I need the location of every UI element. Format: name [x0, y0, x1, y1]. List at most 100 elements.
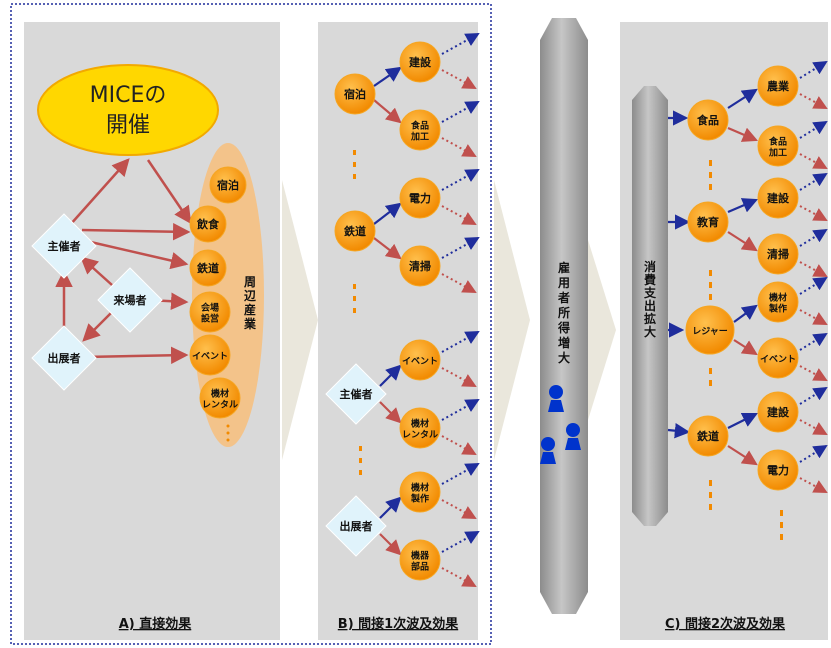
- organizer-node: 主催者: [31, 213, 97, 279]
- industry-event: イベント: [189, 334, 231, 376]
- flow-arrow: [441, 169, 480, 191]
- industry-venue-setup-label: 設営: [201, 313, 219, 325]
- employment-label-char: 大: [558, 350, 570, 365]
- organizer-label: 主催者: [48, 239, 81, 253]
- flow-arrow: [733, 304, 758, 323]
- b-target-food-processing-label: 食品: [410, 120, 429, 132]
- c-target-equipment-mfg-label: 機材: [769, 292, 787, 304]
- b-source-lodging-label: 宿泊: [344, 87, 366, 101]
- b-target-equipment-mfg-label: 製作: [410, 493, 429, 505]
- employment-label-char: 雇: [558, 260, 570, 275]
- flow-arrow: [727, 88, 758, 109]
- b-target-device-parts-label: 部品: [411, 561, 429, 573]
- c-source-food: 食品: [687, 99, 729, 141]
- c-source-food-label: 食品: [697, 113, 719, 127]
- industry-event-label: イベント: [192, 351, 228, 362]
- c-target-food-processing-label: 加工: [768, 147, 787, 159]
- b-source-railway: 鉄道: [334, 210, 376, 252]
- exhibitor-label: 出展者: [48, 351, 81, 365]
- flow-arrow: [441, 237, 480, 259]
- flow-arrow: [441, 463, 480, 485]
- surrounding-industry-label-char: 辺: [244, 289, 256, 303]
- c-source-education-label: 教育: [696, 215, 719, 229]
- industry-lodging-label: 宿泊: [217, 178, 239, 192]
- employment-label-char: 得: [557, 320, 570, 335]
- c-source-railway-label: 鉄道: [697, 429, 719, 443]
- c-target-construction2: 建設: [757, 391, 799, 433]
- flow-arrow: [441, 273, 477, 293]
- b-target-cleaning-label: 清掃: [409, 259, 431, 273]
- b-target-power-label: 電力: [409, 191, 431, 205]
- c-source-leisure-label: レジャー: [692, 326, 728, 337]
- flow-arrow: [799, 120, 828, 139]
- organizer-node-b: 主催者: [325, 363, 387, 425]
- flow-arrow: [441, 33, 480, 55]
- b-target-equipment-rental-label: レンタル: [402, 429, 438, 441]
- flow-arrow: [379, 533, 402, 556]
- c-target-construction2-label: 建設: [767, 405, 790, 419]
- flow-arrow: [727, 231, 758, 252]
- employment-label-char: 所: [558, 305, 570, 320]
- c-target-cleaning-label: 清掃: [767, 247, 789, 261]
- exhibitor-node: 出展者: [31, 325, 97, 391]
- flow-chevron-2: [494, 180, 530, 460]
- c-target-agriculture-label: 農業: [767, 79, 790, 93]
- b-source-railway-label: 鉄道: [344, 224, 366, 238]
- panel-b-label: B) 間接1次波及効果: [338, 616, 458, 632]
- panel-b: [318, 22, 478, 640]
- b-target-food-processing-label: 加工: [410, 131, 429, 143]
- employment-label-char: 用: [557, 276, 570, 290]
- flow-arrow: [379, 401, 402, 424]
- consumption-label-char: 拡: [644, 311, 656, 326]
- flow-chevron-3: [588, 240, 616, 420]
- flow-arrow: [441, 499, 477, 519]
- employment-label-char: 者: [557, 290, 570, 305]
- c-target-construction: 建設: [757, 177, 799, 219]
- b-target-device-parts-label: 機器: [411, 550, 430, 562]
- c-source-railway: 鉄道: [687, 415, 729, 457]
- flow-arrow: [379, 496, 402, 519]
- flow-arrow: [727, 198, 759, 214]
- b-target-equipment-mfg-label: 機材: [411, 482, 429, 494]
- flow-arrow: [441, 331, 480, 353]
- employment-label-char: 増: [558, 335, 570, 350]
- more-indicator-b: [353, 150, 362, 475]
- flow-arrow: [373, 99, 402, 124]
- surrounding-industry-label-char: 業: [243, 316, 257, 331]
- dotted-frame: [10, 3, 492, 645]
- flow-arrow: [441, 531, 480, 553]
- b-target-event: イベント: [399, 339, 441, 381]
- person-icon: [540, 385, 581, 464]
- industry-food-drink: 飲食: [189, 205, 227, 243]
- consumption-label-char: 出: [644, 298, 656, 313]
- b-target-cleaning: 清掃: [399, 245, 441, 287]
- b-source-lodging: 宿泊: [334, 73, 376, 115]
- b-organizer-label: 主催者: [340, 387, 373, 401]
- more-indicator: [226, 424, 230, 442]
- flow-arrow: [799, 332, 828, 351]
- industry-equipment-rental-label: 機材: [211, 388, 229, 400]
- exhibitor-node-b: 出展者: [325, 495, 387, 557]
- flow-chevron-1: [282, 180, 318, 460]
- mice-event-line1: MICEの: [90, 83, 167, 108]
- flow-arrow: [441, 367, 477, 387]
- b-exhibitor-label: 出展者: [340, 519, 373, 533]
- industry-venue-setup-label: 会場: [201, 302, 219, 314]
- c-source-leisure: レジャー: [685, 305, 735, 355]
- flow-arrow: [667, 423, 691, 439]
- mice-event-line2: 開催: [106, 113, 150, 138]
- flow-arrow: [727, 413, 758, 429]
- flow-arrow: [727, 126, 759, 142]
- flow-arrow: [441, 435, 477, 455]
- flow-arrow: [373, 66, 402, 87]
- consumption-label-char: 費: [644, 272, 656, 287]
- b-target-power: 電力: [399, 177, 441, 219]
